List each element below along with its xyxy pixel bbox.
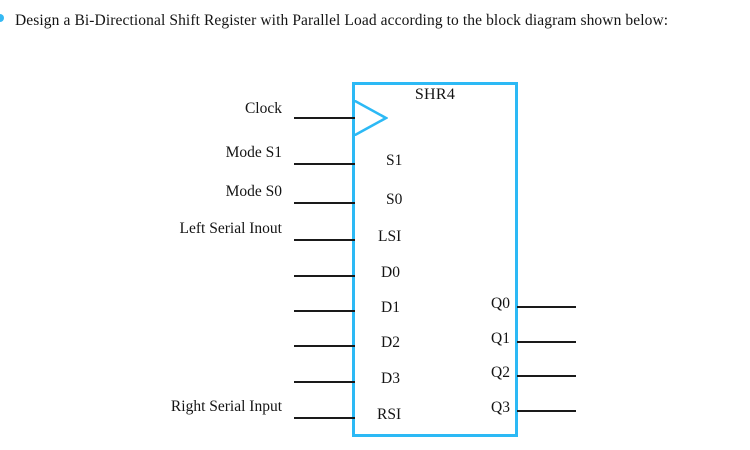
pin-label-s1: S1	[386, 152, 403, 169]
pin-label-lsi: LSI	[378, 228, 402, 245]
external-label-clock: Clock	[244, 100, 282, 117]
wire-q2	[517, 375, 576, 377]
pin-label-s0: S0	[386, 191, 403, 208]
external-label-left-serial-inout: Left Serial Inout	[179, 220, 282, 237]
page-title: Design a Bi-Directional Shift Register w…	[15, 12, 669, 29]
chip-title: SHR4	[414, 86, 456, 103]
clock-triangle-icon	[354, 100, 388, 136]
pin-label-q2: Q2	[491, 364, 510, 381]
wire-d3	[294, 381, 355, 383]
wire-d0	[294, 275, 355, 277]
external-label-mode-s1: Mode S1	[225, 144, 282, 161]
pin-label-d0: D0	[381, 264, 400, 281]
wire-clock	[294, 117, 355, 119]
pin-label-d1: D1	[381, 299, 400, 316]
wire-q3	[517, 410, 576, 412]
chip-outline	[352, 82, 518, 437]
wire-d1	[294, 310, 355, 312]
wire-lsi	[294, 239, 355, 241]
wire-q1	[517, 341, 576, 343]
pin-label-d3: D3	[381, 370, 400, 387]
pin-label-q1: Q1	[491, 330, 510, 347]
pin-label-q3: Q3	[491, 399, 510, 416]
wire-rsi	[294, 417, 355, 419]
bullet-marker-icon	[0, 14, 4, 22]
wire-q0	[517, 306, 576, 308]
wire-s1	[294, 163, 355, 165]
pin-label-q0: Q0	[491, 295, 510, 312]
external-label-right-serial-input: Right Serial Input	[170, 398, 282, 415]
external-label-mode-s0: Mode S0	[225, 183, 282, 200]
wire-s0	[294, 202, 355, 204]
pin-label-rsi: RSI	[377, 406, 402, 423]
pin-label-d2: D2	[381, 334, 400, 351]
wire-d2	[294, 345, 355, 347]
